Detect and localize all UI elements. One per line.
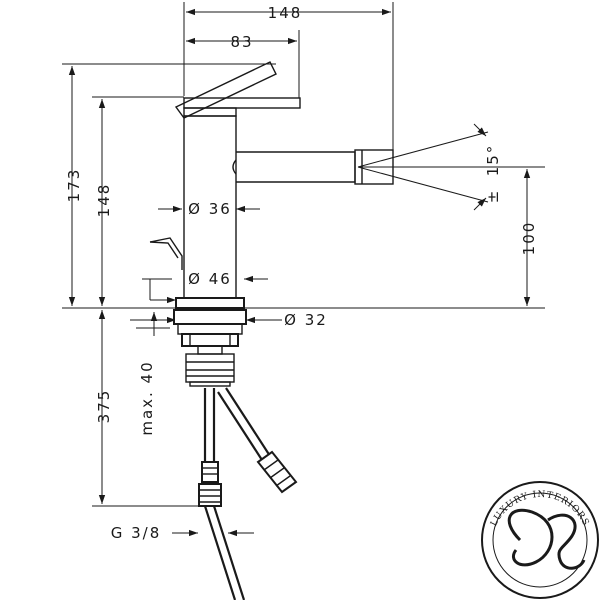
extension-lines <box>62 2 545 507</box>
aerator <box>354 149 394 185</box>
handle-cap <box>183 97 301 109</box>
dim-label-tolerance: ± <box>484 189 502 204</box>
dim-label-83: 83 <box>230 33 253 51</box>
supply-hose-right <box>217 391 263 461</box>
dim-label-375: 375 <box>95 389 113 424</box>
lever-handle <box>174 61 277 119</box>
dim-label-max-40: max. 40 <box>138 360 156 435</box>
dim-label-angle: 15° <box>484 144 502 177</box>
faucet-base <box>175 297 245 309</box>
dim-label-thread-size: G 3/8 <box>111 524 162 542</box>
popup-lever <box>149 237 183 270</box>
logo-monogram <box>507 508 586 570</box>
dimension-labels: 148 83 173 148 Ø 36 Ø 46 Ø 32 100 15° ± … <box>65 4 538 542</box>
faucet-drawing <box>149 61 394 600</box>
dim-label-148-top: 148 <box>268 4 303 22</box>
dim-label-diameter-46: Ø 46 <box>188 270 232 288</box>
luxury-interiors-logo: LUXURY INTERIORS <box>481 481 599 599</box>
spout <box>236 151 356 183</box>
dim-label-148-side: 148 <box>95 183 113 218</box>
dim-label-diameter-32: Ø 32 <box>284 311 328 329</box>
dimension-lines <box>68 8 531 537</box>
dim-label-100: 100 <box>520 221 538 256</box>
dim-label-173: 173 <box>65 168 83 203</box>
mounting-nut <box>185 353 235 383</box>
dim-label-diameter-36: Ø 36 <box>188 200 232 218</box>
